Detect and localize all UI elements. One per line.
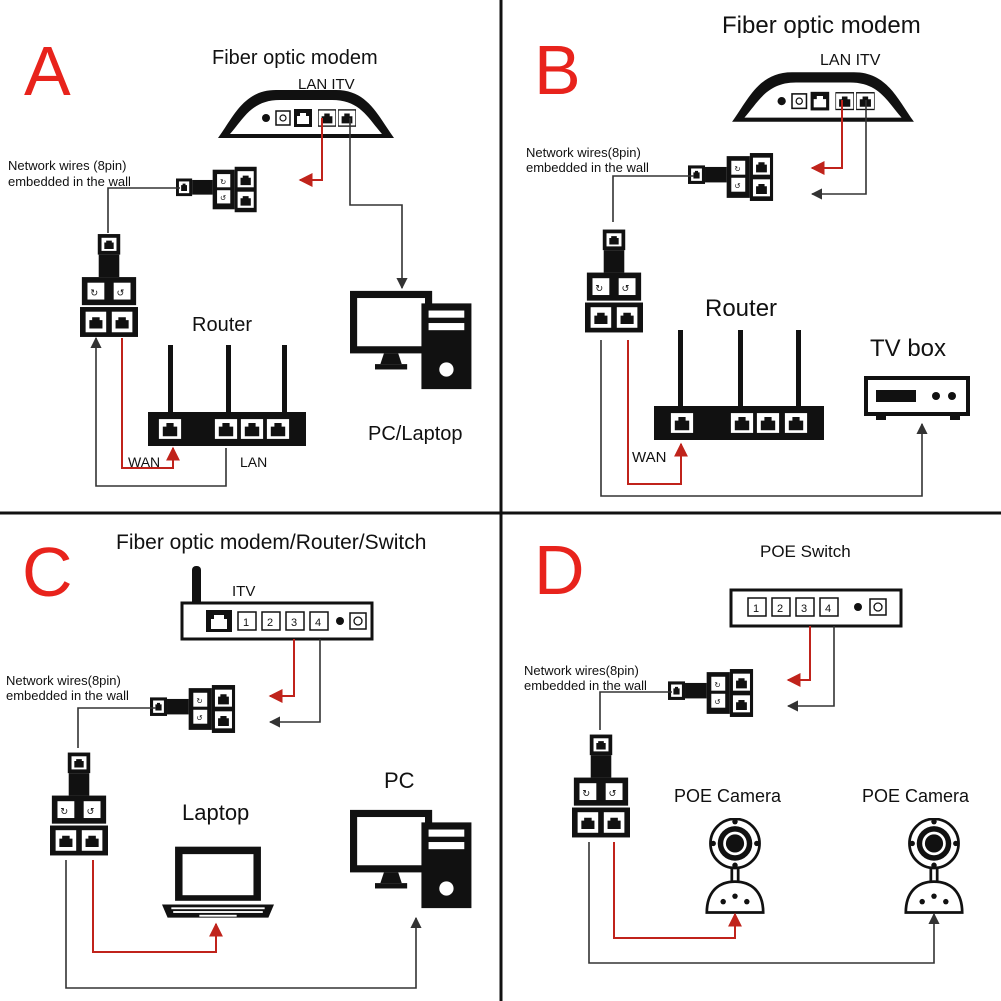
panel-c-pc-label: PC	[384, 768, 415, 793]
panel-c-laptop-label: Laptop	[182, 800, 249, 825]
panel-c-port-number-2: 2	[267, 617, 273, 629]
panel-d: D POE Switch 1 2 3 4 Network wires(8pin)…	[524, 531, 970, 964]
panel-d-wall-splitter-icon	[668, 669, 754, 717]
panel-b-router-icon	[654, 330, 824, 440]
panel-c-pc-icon	[350, 809, 472, 909]
panel-b-tvbox-icon	[864, 376, 970, 420]
panel-c-laptop-icon	[162, 846, 274, 918]
panel-b-letter: B	[534, 31, 581, 109]
panel-c-port-number-3: 3	[291, 617, 297, 629]
panel-a-pc-label: PC/Laptop	[368, 423, 463, 445]
panel-b-wall-splitter-icon	[688, 153, 774, 201]
panel-c-room-splitter-icon	[50, 752, 108, 856]
panel-b-router-label: Router	[705, 295, 777, 322]
panel-b-wall-label-1: Network wires(8pin)	[526, 145, 641, 160]
panel-d-camera2-icon	[904, 818, 964, 914]
panel-a-wan-label: WAN	[128, 454, 160, 470]
panel-c-port-label: ITV	[232, 583, 255, 600]
panel-d-room-splitter-icon	[572, 734, 630, 838]
panel-a-router-label: Router	[192, 314, 252, 336]
panel-c-port-number-4: 4	[315, 617, 321, 629]
panel-d-wall-label-1: Network wires(8pin)	[524, 663, 639, 678]
panel-a-wall-splitter-icon	[176, 166, 257, 213]
panel-a: A Fiber optic modem LAN ITV Network wire…	[8, 32, 472, 487]
panel-c-letter: C	[22, 533, 73, 611]
panel-b-wan-label: WAN	[632, 449, 666, 466]
panel-d-wall-label-2: embedded in the wall	[524, 678, 647, 693]
panel-c-wall-splitter-icon	[150, 685, 236, 733]
panel-d-port-number-2: 2	[777, 603, 783, 615]
panel-d-letter: D	[534, 531, 585, 609]
panel-d-poe-switch-icon: 1 2 3 4	[729, 588, 903, 628]
panel-c-title: Fiber optic modem/Router/Switch	[116, 531, 426, 554]
panel-c-port-number-1: 1	[243, 617, 249, 629]
panel-d-camera1-icon	[705, 818, 765, 914]
panel-a-lan-label: LAN	[240, 454, 267, 470]
panel-b-modem-title: Fiber optic modem	[722, 12, 921, 39]
panel-b-room-splitter-icon	[585, 229, 643, 333]
panel-c: C Fiber optic modem/Router/Switch ITV 1 …	[6, 531, 472, 989]
panel-b: B Fiber optic modem LAN ITV Network wire…	[526, 12, 970, 497]
panel-b-wall-label-2: embedded in the wall	[526, 160, 649, 175]
panel-a-port-label: LAN ITV	[298, 76, 355, 93]
panel-d-camera2-label: POE Camera	[862, 786, 970, 806]
panel-d-port-number-4: 4	[825, 603, 831, 615]
panel-d-port-number-1: 1	[753, 603, 759, 615]
panel-b-port-label: LAN ITV	[820, 52, 881, 69]
panel-c-wall-label-1: Network wires(8pin)	[6, 673, 121, 688]
panel-c-wall-label-2: embedded in the wall	[6, 688, 129, 703]
panel-a-modem-icon	[218, 90, 394, 138]
panel-a-room-splitter-icon	[80, 234, 138, 337]
panel-a-letter: A	[24, 32, 71, 110]
panel-a-wall-label-1: Network wires (8pin)	[8, 158, 126, 173]
panel-d-title: POE Switch	[760, 542, 851, 561]
panel-c-switch-icon: 1 2 3 4	[180, 566, 374, 641]
panel-b-tvbox-label: TV box	[870, 335, 946, 362]
panel-b-modem-icon	[732, 72, 914, 122]
panel-a-pc-icon	[350, 290, 472, 390]
panel-d-camera1-label: POE Camera	[674, 786, 782, 806]
panel-a-modem-title: Fiber optic modem	[212, 47, 378, 69]
panel-a-router-icon	[148, 345, 306, 446]
panel-d-port-number-3: 3	[801, 603, 807, 615]
panel-a-wall-label-2: embedded in the wall	[8, 174, 131, 189]
